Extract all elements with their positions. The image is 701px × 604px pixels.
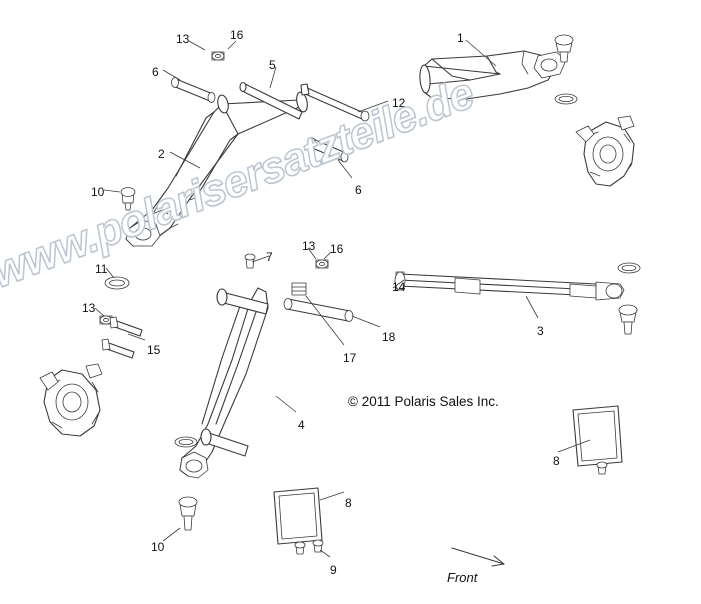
callout-13a: 13	[176, 32, 190, 46]
o-ring-item-11	[104, 276, 130, 290]
callout-18: 18	[382, 330, 396, 344]
steering-knuckle-right	[575, 115, 635, 187]
callout-17: 17	[343, 351, 357, 365]
callout-4: 4	[298, 418, 305, 432]
sleeve-item-18	[283, 298, 354, 322]
ball-joint-item-10-lower	[178, 496, 198, 531]
fastener-item-13-left	[99, 315, 113, 325]
skid-plate-item-8-right	[572, 405, 623, 467]
fastener-item-16-top	[211, 51, 225, 61]
callout-15: 15	[147, 343, 161, 357]
callout-14: 14	[392, 280, 406, 294]
callout-3: 3	[537, 324, 544, 338]
steering-knuckle-left	[39, 363, 103, 437]
bolt-item-12	[300, 83, 370, 122]
callout-10b: 10	[151, 540, 165, 554]
callout-2: 2	[158, 147, 165, 161]
copyright-notice: © 2011 Polaris Sales Inc.	[348, 394, 499, 409]
bushing-item-6-lower	[308, 137, 349, 163]
callout-13b: 13	[302, 239, 316, 253]
ball-joint-upper-right	[554, 34, 574, 63]
upper-left-control-arm	[125, 91, 308, 247]
bolt-item-15-a	[109, 316, 143, 337]
ball-joint-item-10-upper	[120, 187, 136, 211]
callout-12: 12	[392, 96, 406, 110]
callout-8a: 8	[553, 454, 560, 468]
tube-item-5	[239, 81, 303, 120]
callout-1: 1	[457, 31, 464, 45]
leader-lines	[94, 39, 591, 567]
callout-6a: 6	[152, 65, 159, 79]
bushing-item-6-upper	[171, 77, 216, 103]
skid-plate-item-8-bottom	[273, 487, 323, 545]
callout-8b: 8	[345, 496, 352, 510]
callout-16b: 16	[330, 242, 344, 256]
o-ring-item-lower-left	[174, 436, 198, 448]
upper-right-control-arm	[419, 50, 567, 100]
tie-rod-item-3	[394, 271, 625, 301]
callout-5: 5	[269, 58, 276, 72]
fastener-item-17	[291, 282, 307, 296]
pin-item-7	[244, 253, 256, 269]
callout-11: 11	[95, 262, 108, 276]
callout-13c: 13	[82, 301, 96, 315]
front-direction-label: Front	[447, 570, 478, 585]
callout-10a: 10	[91, 185, 105, 199]
o-ring-upper-right	[554, 93, 578, 105]
fastener-item-16-mid	[315, 259, 329, 269]
callout-7: 7	[266, 250, 273, 264]
callout-6b: 6	[355, 183, 362, 197]
fastener-right-plate	[596, 461, 608, 475]
ball-joint-tie-rod	[618, 304, 638, 335]
fastener-item-9	[294, 539, 324, 555]
callout-16a: 16	[230, 28, 244, 42]
bolt-item-15-b	[101, 338, 135, 359]
o-ring-tie-rod	[617, 262, 641, 274]
callout-9: 9	[330, 563, 337, 577]
lower-left-control-arm	[179, 287, 269, 479]
